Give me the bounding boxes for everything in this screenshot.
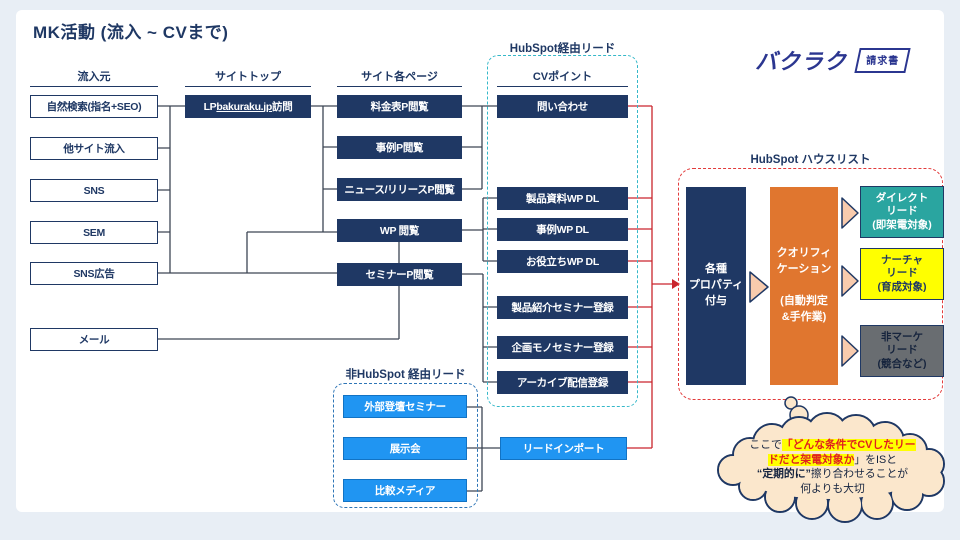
thought-bubble-text: ここで「どんな条件でCVしたリー ドだと架電対象か」をISと “定期的に”擦り合… xyxy=(745,438,920,496)
cv-product-wp-dl: 製品資料WP DL xyxy=(497,187,628,210)
bubble-quote: “定期的に” xyxy=(756,468,811,480)
nh-external-seminar: 外部登壇セミナー xyxy=(343,395,467,418)
lp-domain-link: bakuraku.jp xyxy=(216,100,273,113)
qualification-box: クオリフィ ケーション (自動判定 &手作業) xyxy=(770,187,838,385)
cv-project-seminar-reg: 企画モノセミナー登録 xyxy=(497,336,628,359)
house-list-title: HubSpot ハウスリスト xyxy=(750,154,871,166)
cv-archive-reg: アーカイブ配信登録 xyxy=(497,371,628,394)
bubble-highlight-2: ドだと架電対象か xyxy=(768,453,855,466)
nh-comparison-media: 比較メディア xyxy=(343,479,467,502)
page-title: MK活動 (流入 ~ CVまで) xyxy=(33,23,229,42)
bubble-l2b: 」をISと xyxy=(854,453,897,466)
hubspot-lead-group-title: HubSpot経由リード xyxy=(509,43,616,55)
source-mail: メール xyxy=(30,328,158,351)
page-case-study: 事例P閲覧 xyxy=(337,136,462,159)
page-seminar: セミナーP閲覧 xyxy=(337,263,462,286)
non-hubspot-group-title: 非HubSpot 経由リード xyxy=(345,369,466,381)
brand-wordmark: バクラク xyxy=(755,49,848,74)
column-header-site-pages: サイト各ページ xyxy=(337,68,462,87)
cv-case-wp-dl: 事例WP DL xyxy=(497,218,628,241)
nh-exhibition: 展示会 xyxy=(343,437,467,460)
cv-product-seminar-reg: 製品紹介セミナー登録 xyxy=(497,296,628,319)
page-pricing: 料金表P閲覧 xyxy=(337,95,462,118)
source-sns: SNS xyxy=(30,179,158,202)
output-direct-lead: ダイレクト リード (即架電対象) xyxy=(860,186,944,238)
source-other-site: 他サイト流入 xyxy=(30,137,158,160)
lp-suffix: 訪問 xyxy=(272,101,293,113)
brand-logo: バクラク 請求書 xyxy=(755,44,911,76)
output-nurture-lead: ナーチャ リード (育成対象) xyxy=(860,248,944,300)
cv-inquiry: 問い合わせ xyxy=(497,95,628,118)
lp-prefix: LP xyxy=(203,100,217,113)
non-hubspot-group-border xyxy=(333,383,478,508)
brand-badge: 請求書 xyxy=(854,47,911,73)
bubble-l4: 何よりも大切 xyxy=(800,482,865,495)
source-sem: SEM xyxy=(30,221,158,244)
column-header-sources: 流入元 xyxy=(30,68,158,87)
property-assignment-box: 各種 プロパティ 付与 xyxy=(686,187,746,385)
lp-visit-box: LP bakuraku.jp 訪問 xyxy=(185,95,311,118)
output-non-marketing-lead: 非マーケ リード (競合など) xyxy=(860,325,944,377)
cv-tips-wp-dl: お役立ちWP DL xyxy=(497,250,628,273)
hubspot-lead-group-border xyxy=(487,55,638,407)
source-sns-ads: SNS広告 xyxy=(30,262,158,285)
bubble-highlight-1: 「どんな条件でCVしたリー xyxy=(781,439,916,451)
column-header-cv-point: CVポイント xyxy=(497,68,628,87)
bubble-l3b: 擦り合わせることが xyxy=(810,468,909,480)
page-wp-view: WP 閲覧 xyxy=(337,219,462,242)
bubble-l1a: ここで xyxy=(749,439,782,451)
source-natural-search: 自然検索(指名+SEO) xyxy=(30,95,158,118)
column-header-site-top: サイトトップ xyxy=(185,68,311,87)
page-news-release: ニュース/リリースP閲覧 xyxy=(337,178,462,201)
lead-import-box: リードインポート xyxy=(500,437,627,460)
